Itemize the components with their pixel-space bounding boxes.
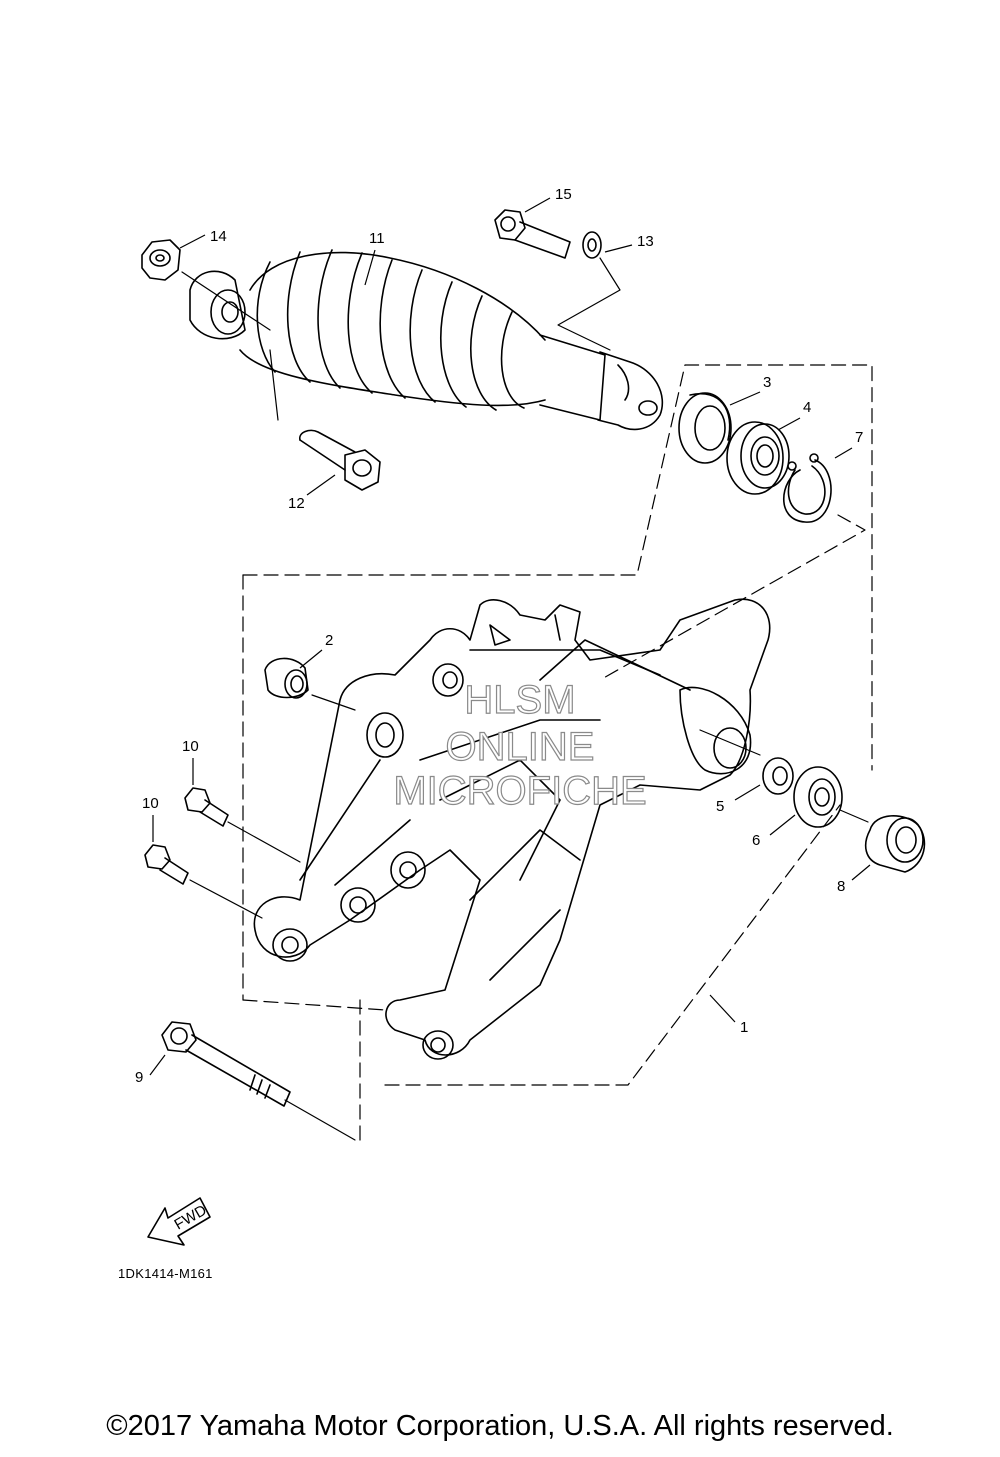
collar-8	[864, 815, 926, 873]
bearing-4	[726, 421, 790, 495]
callout-12: 12	[288, 495, 305, 512]
callout-labels: 1 2 3 4 5 6 7 8 9 10 10 11 12 13 14 15	[135, 186, 863, 1086]
callout-8: 8	[837, 878, 845, 895]
callout-10-upper: 10	[182, 738, 199, 755]
callout-3: 3	[763, 374, 771, 391]
callout-1: 1	[740, 1019, 748, 1036]
callout-9: 9	[135, 1069, 143, 1086]
watermark-line-2: ONLINE	[446, 725, 595, 769]
watermark-line-3: MICROFICHE	[393, 769, 646, 813]
callout-2: 2	[325, 632, 333, 649]
bearing-6	[793, 766, 843, 828]
pivot-bolt-9	[161, 1021, 291, 1107]
flange-nut-14	[141, 239, 181, 281]
collar-5	[762, 757, 794, 795]
washer-13	[582, 231, 602, 259]
copyright-notice: ©2017 Yamaha Motor Corporation, U.S.A. A…	[106, 1410, 894, 1442]
circlip-7	[782, 453, 832, 523]
bolt-10-upper	[184, 787, 229, 827]
rear-arm-1	[253, 598, 771, 1060]
diagram-code: 1DK1414-M161	[118, 1266, 213, 1281]
callout-7: 7	[855, 429, 863, 446]
callout-13: 13	[637, 233, 654, 250]
fwd-arrow-icon	[147, 1197, 211, 1246]
callout-14: 14	[210, 228, 227, 245]
callout-5: 5	[716, 798, 724, 815]
oil-seal-3	[678, 392, 732, 464]
rear-shock-absorber-11	[189, 249, 664, 431]
watermark-line-1: HLSM	[464, 678, 575, 722]
bolt-12	[299, 429, 381, 491]
bolt-10-lower	[144, 844, 189, 885]
callout-11: 11	[369, 230, 385, 247]
callout-10-lower: 10	[142, 795, 159, 812]
callout-6: 6	[752, 832, 760, 849]
callout-leaders	[149, 197, 871, 1076]
watermark: HLSM ONLINE MICROFICHE	[393, 677, 648, 813]
leader-lines	[181, 257, 869, 1141]
bolt-15	[494, 209, 571, 259]
callout-4: 4	[803, 399, 811, 416]
callout-15: 15	[555, 186, 572, 203]
collar-2	[264, 657, 309, 699]
assembly-dashed-lines	[242, 364, 873, 1141]
